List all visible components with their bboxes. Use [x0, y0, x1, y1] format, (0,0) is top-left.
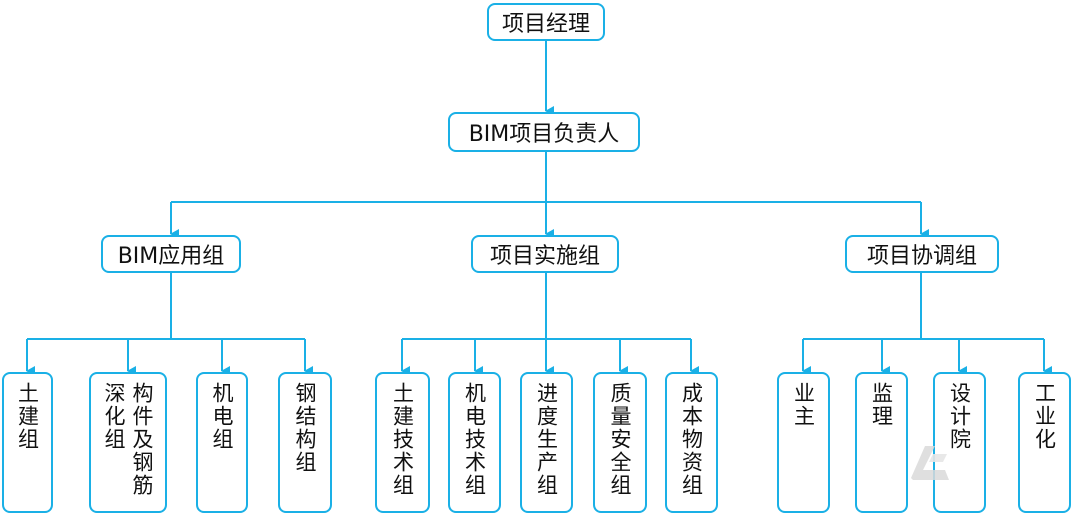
leaf-civil-tech-group: 土建技术组: [375, 372, 430, 513]
leaf-text: 土建技术组: [390, 382, 415, 497]
leaf-quality-safety-group: 质量安全组: [593, 372, 647, 513]
watermark-logo-icon: [911, 446, 949, 480]
leaf-text-line2: 深化组: [102, 382, 126, 451]
leaf-mep-group: 机电组: [196, 372, 248, 513]
leaf-mep-tech-group: 机电技术组: [448, 372, 501, 513]
node-project-coordination-group: 项目协调组: [845, 235, 999, 273]
leaf-text: 成本物资组: [679, 382, 704, 497]
leaf-text: 钢结构组: [293, 382, 317, 474]
group-label: 项目协调组: [866, 244, 977, 269]
group-label: BIM应用组: [117, 244, 225, 269]
leaf-steel-structure-group: 钢结构组: [278, 372, 332, 513]
leaf-text: 业主: [791, 382, 816, 428]
leaf-cost-materials-group: 成本物资组: [665, 372, 718, 513]
leaf-text: 进度生产组: [534, 382, 559, 497]
leaf-text-line1: 构件及钢筋: [130, 382, 154, 497]
leaf-text: 监理: [869, 382, 894, 428]
leaf-text: 质量安全组: [608, 382, 632, 497]
root-label: 项目经理: [501, 12, 590, 37]
leaf-industrialization: 工业化: [1018, 372, 1071, 513]
node-project-implementation-group: 项目实施组: [471, 235, 619, 273]
leaf-design-institute: 设计院: [933, 372, 986, 513]
leaf-text: 土建组: [15, 382, 40, 451]
leaf-text: 机电技术组: [462, 382, 487, 497]
root-node-project-manager: 项目经理: [487, 3, 605, 41]
bim-lead-label: BIM项目负责人: [468, 122, 620, 147]
leaf-text: 机电组: [210, 382, 234, 451]
node-bim-application-group: BIM应用组: [101, 235, 241, 273]
leaf-text: 设计院: [947, 382, 972, 451]
node-bim-project-lead: BIM项目负责人: [448, 112, 640, 152]
leaf-schedule-production-group: 进度生产组: [520, 372, 573, 513]
leaf-owner: 业主: [777, 372, 830, 513]
leaf-text: 工业化: [1032, 382, 1057, 451]
leaf-supervision: 监理: [855, 372, 908, 513]
leaf-civil-group: 土建组: [2, 372, 53, 513]
group-label: 项目实施组: [489, 244, 600, 269]
leaf-detailing-group: 构件及钢筋 深化组: [89, 372, 167, 513]
